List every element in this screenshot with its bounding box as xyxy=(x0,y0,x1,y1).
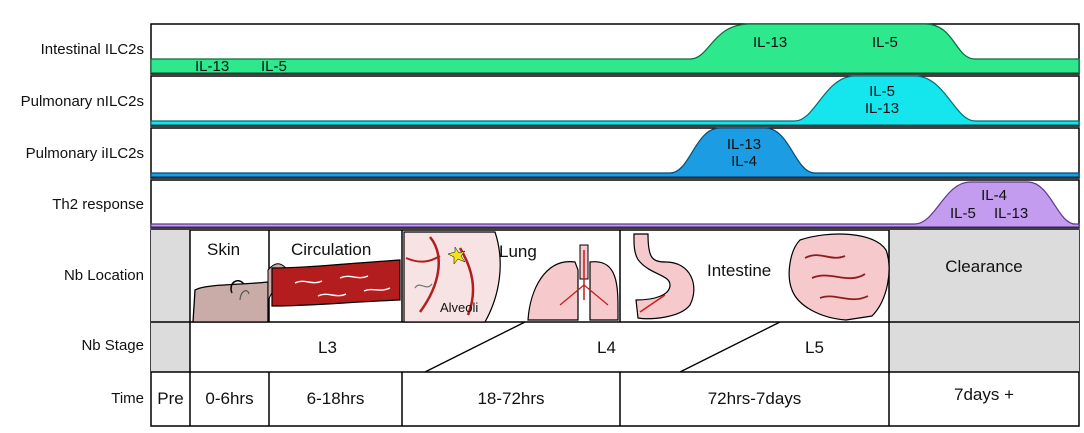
stage-l4: L4 xyxy=(597,338,616,357)
time-pre: Pre xyxy=(157,389,184,408)
row-label-th2-response: Th2 response xyxy=(52,196,144,213)
row-label-time: Time xyxy=(111,390,144,407)
pulmonary-i-il4: IL-4 xyxy=(731,153,757,170)
location-clearance: Clearance xyxy=(945,257,1023,276)
intestinal-baseline-il13: IL-13 xyxy=(195,58,230,75)
time-6-18hrs: 6-18hrs xyxy=(306,389,365,408)
time-72hrs-7days: 72hrs-7days xyxy=(707,389,802,408)
l3-l4-transition xyxy=(424,321,526,373)
stage-l3: L3 xyxy=(318,338,337,357)
pulmonary-n-ilc2-curve xyxy=(150,75,1080,126)
pulmonary-i-il13: IL-13 xyxy=(726,136,762,153)
th2-response-curve xyxy=(150,181,1080,228)
stage-l5: L5 xyxy=(805,338,824,357)
row-label-pulmonary-iilc2s: Pulmonary iILC2s xyxy=(25,145,144,162)
alveoli-illustration xyxy=(403,231,501,323)
time-18-72hrs: 18-72hrs xyxy=(477,389,545,408)
pulmonary-n-il5: IL-5 xyxy=(869,83,895,100)
intestinal-baseline-il5: IL-5 xyxy=(261,58,287,75)
location-alveoli: Alveoli xyxy=(440,300,479,315)
intestinal-peak-il5: IL-5 xyxy=(872,34,898,51)
location-skin: Skin xyxy=(207,240,241,259)
pre-location-shade xyxy=(151,230,190,372)
time-7days-plus: 7days + xyxy=(953,385,1014,404)
pulmonary-i-row-frame xyxy=(150,127,1080,179)
intestine-illustration xyxy=(788,233,890,321)
blood-vessel-illustration xyxy=(271,259,401,307)
th2-row-frame xyxy=(150,179,1080,229)
th2-il13: IL-13 xyxy=(994,205,1029,222)
clearance-shade xyxy=(889,230,1079,372)
stomach-illustration xyxy=(633,233,695,320)
intestinal-peak-il13: IL-13 xyxy=(753,34,788,51)
location-lung: Lung xyxy=(499,242,537,261)
lungs-illustration xyxy=(527,244,619,321)
location-intestine: Intestine xyxy=(707,261,772,280)
th2-il5: IL-5 xyxy=(950,205,976,222)
th2-il4: IL-4 xyxy=(981,187,1007,204)
time-0-6hrs: 0-6hrs xyxy=(205,389,254,408)
pulmonary-n-il13: IL-13 xyxy=(864,100,900,117)
location-circulation: Circulation xyxy=(291,240,372,259)
intestinal-ilc2-curve xyxy=(150,23,1080,74)
row-label-intestinal-ilc2s: Intestinal ILC2s xyxy=(40,41,144,58)
row-label-pulmonary-nilc2s: Pulmonary nILC2s xyxy=(20,93,144,110)
row-label-nb-stage: Nb Stage xyxy=(81,337,144,354)
l4-l5-transition xyxy=(679,321,781,373)
row-label-nb-location: Nb Location xyxy=(63,267,144,284)
pulmonary-i-ilc2-curve xyxy=(150,127,1080,178)
